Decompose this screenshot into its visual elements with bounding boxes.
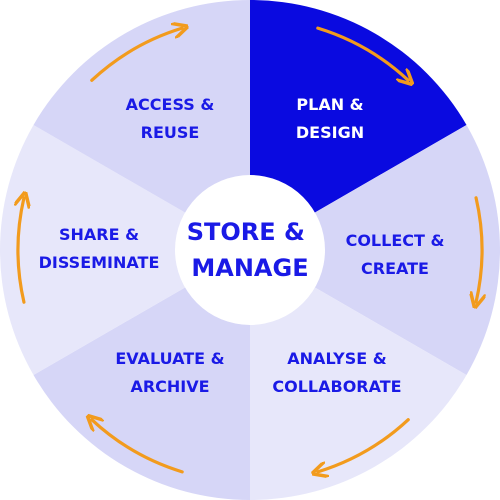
segment-label-share-disseminate: SHARE & DISSEMINATE <box>39 225 160 272</box>
segment-evaluate-archive <box>33 250 250 500</box>
segment-label-access-reuse: ACCESS & REUSE <box>126 95 215 142</box>
segment-label-access-reuse-line-1: ACCESS & <box>126 95 215 114</box>
segment-label-collect-create-line-1: COLLECT & <box>346 231 445 250</box>
arrow-icon-plan-design <box>316 26 408 80</box>
arrow-icon-evaluate-archive <box>92 420 184 474</box>
center-label-line-2: MANAGE <box>191 254 308 282</box>
arrows-layer <box>18 28 482 472</box>
segment-label-share-disseminate-line-1: SHARE & <box>59 225 139 244</box>
segment-label-evaluate-archive-line-1: EVALUATE & <box>115 349 224 368</box>
segment-label-analyse-collaborate-line-2: COLLABORATE <box>272 377 401 396</box>
arrow-icon-share-disseminate <box>18 198 24 304</box>
segment-label-access-reuse-line-2: REUSE <box>141 123 200 142</box>
segment-label-evaluate-archive-line-2: ARCHIVE <box>130 377 209 396</box>
center-label-line-1: STORE & <box>187 218 305 246</box>
arrow-icon-collect-create <box>476 196 482 302</box>
center-label: STORE & MANAGE <box>187 218 314 282</box>
segment-label-plan-design-line-1: PLAN & <box>296 95 363 114</box>
segment-plan-design <box>250 0 467 250</box>
segment-access-reuse <box>33 0 250 250</box>
center-circle <box>175 175 325 325</box>
segment-label-analyse-collaborate: ANALYSE & COLLABORATE <box>272 349 401 396</box>
segment-collect-create <box>250 125 500 375</box>
segment-label-collect-create-line-2: CREATE <box>361 259 429 278</box>
segment-analyse-collaborate <box>250 250 467 500</box>
segment-label-plan-design: PLAN & DESIGN <box>296 95 364 142</box>
segment-label-evaluate-archive: EVALUATE & ARCHIVE <box>115 349 224 396</box>
segment-share-disseminate <box>0 125 250 375</box>
arrow-icon-access-reuse <box>90 28 182 82</box>
segment-label-analyse-collaborate-line-1: ANALYSE & <box>287 349 386 368</box>
segment-label-plan-design-line-2: DESIGN <box>296 123 364 142</box>
segment-label-share-disseminate-line-2: DISSEMINATE <box>39 253 160 272</box>
segment-label-collect-create: COLLECT & CREATE <box>346 231 445 278</box>
arrow-icon-analyse-collaborate <box>318 418 410 472</box>
